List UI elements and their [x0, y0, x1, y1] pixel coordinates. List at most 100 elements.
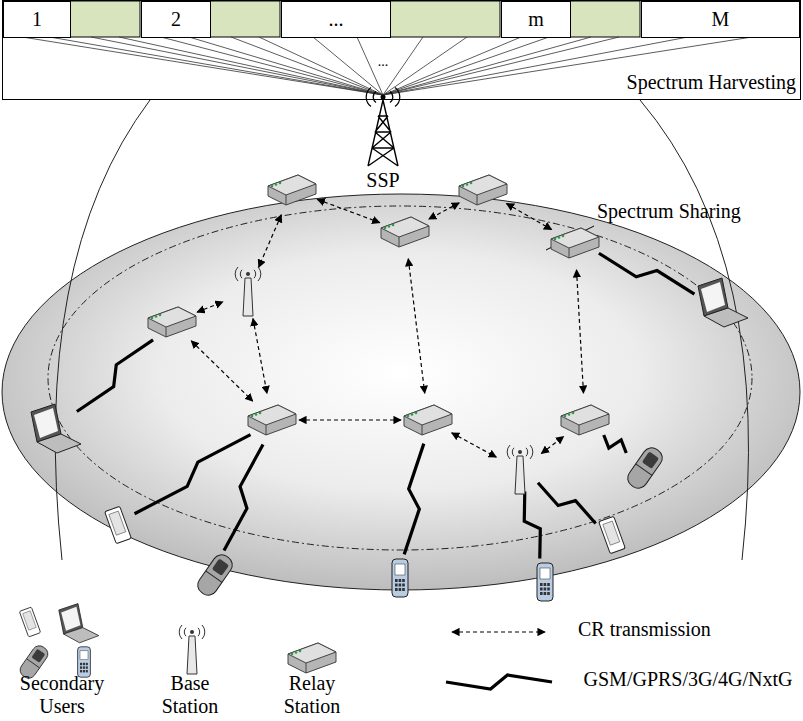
spectrum-hole: [210, 1, 280, 37]
tablet-body: [19, 607, 40, 637]
relay-edge: [579, 425, 580, 435]
legend-text: Relay Station: [272, 672, 352, 718]
relay-station: [551, 228, 599, 258]
relay-led: [251, 415, 254, 418]
fan-line: [231, 37, 383, 95]
base-mast: [515, 456, 525, 494]
legend-text: Base Station: [150, 672, 230, 718]
relay-body: [248, 405, 296, 435]
relay-body: [148, 307, 196, 337]
phone-key: [544, 592, 547, 595]
base-station: [235, 267, 261, 316]
relay-edge: [166, 327, 167, 337]
tablet-body: [599, 516, 626, 553]
relay-top: [148, 307, 196, 327]
relay-led: [151, 317, 154, 320]
cr-link: [197, 302, 223, 312]
phone: [537, 563, 553, 601]
cellular-link: [135, 435, 251, 514]
sharing-region: [2, 194, 800, 590]
harvesting-box: Spectrum Harvesting12...mM: [2, 0, 801, 100]
relay-top: [248, 405, 296, 425]
cellular-link: [604, 435, 627, 453]
relay-edge: [399, 237, 400, 247]
relay-top: [381, 217, 429, 237]
channel-label: M: [712, 8, 730, 31]
ellipsis-mark: ...: [378, 54, 389, 70]
relay-led: [388, 225, 391, 228]
base-wave: [530, 445, 533, 459]
relay-led: [415, 412, 418, 415]
legend-text: CR transmission: [578, 618, 778, 641]
relay-station: [459, 175, 507, 205]
phone-key: [399, 584, 402, 587]
relay-led: [295, 651, 298, 654]
clamshell-body: [624, 444, 666, 492]
phone-body: [392, 559, 408, 597]
clamshell-screen: [31, 649, 45, 663]
relay-led: [407, 415, 410, 418]
relay-led: [564, 415, 567, 418]
spectrum-hole: [70, 1, 140, 37]
relay-station: [148, 307, 196, 337]
cr-link: [253, 319, 267, 394]
relay-led: [279, 182, 282, 185]
tower-part: [373, 91, 376, 102]
relay-led: [568, 413, 571, 416]
tower-part: [368, 100, 398, 166]
relay-led: [470, 182, 473, 185]
relay-body: [551, 228, 599, 258]
relay-station: [288, 643, 336, 673]
phone-key: [86, 663, 88, 665]
fan-line: [383, 37, 467, 95]
relay-led: [255, 413, 258, 416]
fan-line: [313, 37, 383, 95]
phone-key: [395, 584, 398, 587]
fan-line: [161, 37, 383, 95]
base-wave: [240, 270, 242, 278]
phone-key: [544, 583, 547, 586]
relay-top: [459, 175, 507, 195]
tablet-body: [105, 506, 132, 543]
cr-link: [577, 270, 584, 393]
cellular-link: [446, 675, 552, 689]
background: [2, 1, 800, 689]
relay-top: [561, 405, 609, 425]
relay-body: [459, 175, 507, 205]
clamshell-hinge: [636, 464, 652, 475]
relay-ring: [48, 206, 752, 550]
relay-station: [381, 217, 429, 247]
base-wave: [198, 628, 200, 636]
relay-body: [404, 405, 452, 435]
fan-line: [383, 37, 619, 95]
spectrum-cell: M: [641, 1, 800, 38]
laptop-screen: [701, 282, 725, 312]
channel-label: 1: [32, 8, 42, 31]
clamshell-body: [194, 551, 236, 599]
laptop: [698, 278, 748, 327]
relay-led: [155, 315, 158, 318]
relay-edge: [422, 425, 423, 435]
tower-part: [390, 91, 393, 102]
laptop-base: [704, 308, 748, 327]
coverage-arc: [640, 100, 748, 560]
cellular-link: [77, 340, 153, 412]
base-wave: [526, 448, 528, 456]
phone-screen: [395, 564, 405, 575]
spectrum-cell: 2: [141, 1, 211, 38]
base-station: [507, 445, 533, 494]
fan-line: [91, 37, 383, 95]
phone-key: [395, 588, 398, 591]
fan-line: [119, 37, 383, 95]
relay-led: [462, 185, 465, 188]
cr-link: [299, 419, 401, 420]
legend-text: GSM/GPRS/3G/4G/NxtG: [578, 668, 798, 691]
tower-part: [366, 87, 371, 106]
tablet: [599, 516, 626, 553]
laptop-base: [64, 628, 99, 643]
relay-body: [561, 405, 609, 435]
relay-led: [411, 413, 414, 416]
phone-key: [83, 663, 85, 665]
laptop: [59, 604, 99, 643]
